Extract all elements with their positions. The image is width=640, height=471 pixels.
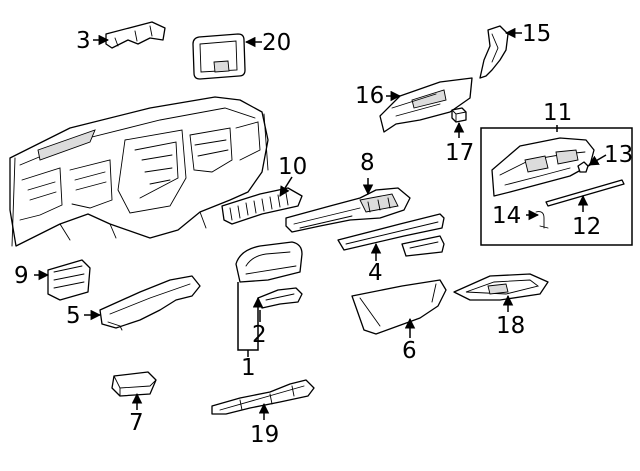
part-2-drawing: [257, 287, 303, 309]
part-12-drawing: [545, 179, 625, 207]
callout-9: 9: [14, 263, 29, 289]
callout-8: 8: [360, 150, 375, 176]
part-1-drawing: [235, 241, 303, 283]
callout-6: 6: [402, 338, 417, 364]
callout-16: 16: [355, 83, 384, 109]
callout-18: 18: [496, 313, 525, 339]
callout-15: 15: [522, 21, 551, 47]
part-13-drawing: [577, 161, 589, 173]
callout-5: 5: [66, 303, 81, 329]
callout-labels: 3 20 16 15 17 11 13 14 12 10 8 4 9 5 2 1…: [14, 21, 633, 448]
callout-17: 17: [445, 140, 474, 166]
callout-7: 7: [129, 410, 144, 436]
part-15-drawing: [479, 25, 509, 79]
callout-11: 11: [543, 100, 572, 126]
callout-1: 1: [241, 355, 256, 381]
part-18-drawing: [453, 273, 549, 301]
part-9-drawing: [47, 259, 91, 301]
callout-12: 12: [572, 214, 601, 240]
part-8-drawing: [285, 187, 411, 233]
part-11-group-drawing: [480, 127, 633, 246]
callout-3: 3: [76, 28, 91, 54]
callout-10: 10: [278, 154, 307, 180]
callout-13: 13: [604, 142, 633, 168]
callout-14: 14: [492, 203, 521, 229]
callout-4: 4: [368, 260, 383, 286]
part-17-drawing: [451, 107, 467, 123]
leaders: [34, 27, 607, 420]
part-10-drawing: [221, 187, 303, 225]
part-19-drawing: [211, 379, 315, 415]
part-14-drawing: [535, 211, 549, 229]
dashboard-frame-drawing: [9, 96, 269, 247]
callout-20: 20: [262, 30, 291, 56]
part-7-drawing: [111, 371, 157, 397]
part-3-drawing: [105, 21, 166, 49]
part-20-drawing: [192, 33, 246, 80]
part-4-drawing: [337, 213, 445, 257]
callout-2: 2: [252, 322, 267, 348]
callout-19: 19: [250, 422, 279, 448]
part-16-drawing: [379, 77, 473, 133]
part-5-drawing: [99, 275, 201, 331]
part-6-drawing: [351, 279, 447, 335]
